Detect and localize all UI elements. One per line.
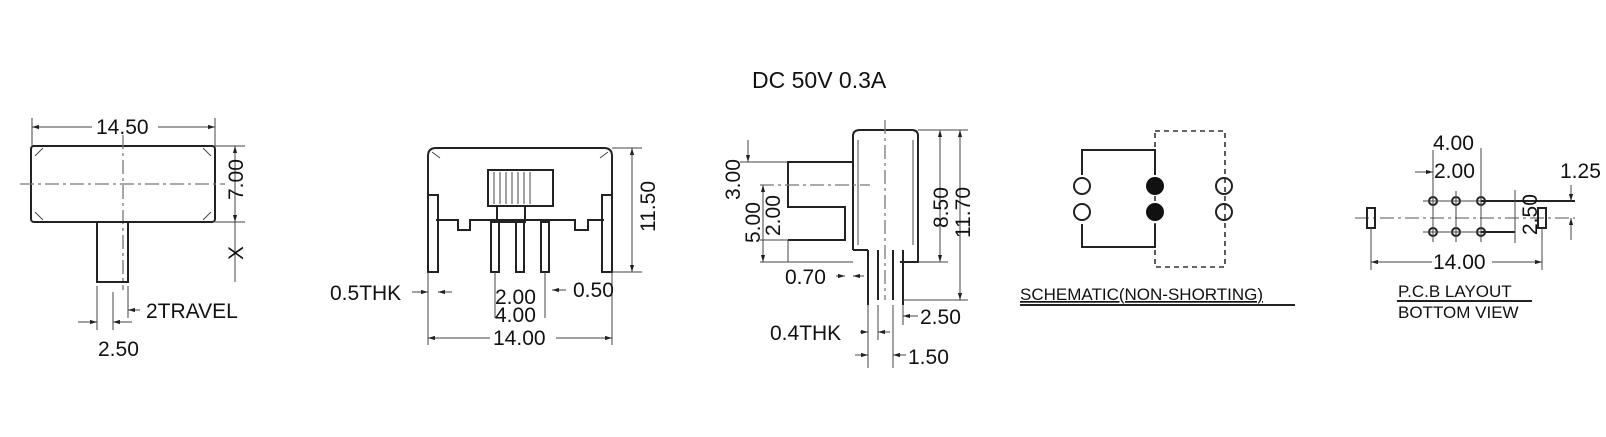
terminal-icon <box>1073 203 1091 221</box>
actuator-offset-dim: 5.00 <box>742 202 765 243</box>
gap-dim: 0.70 <box>785 266 826 289</box>
total-height-dim: 11.70 <box>952 187 975 238</box>
shaft-length-dim: X <box>225 246 248 260</box>
pcb-hole-icons <box>1423 191 1491 242</box>
step-height-dim: 2.00 <box>762 195 785 236</box>
body-height-dim: 8.50 <box>930 187 953 228</box>
end-view: 3.00 5.00 2.00 8.50 11.70 0.70 0.4THK 2.… <box>722 120 975 369</box>
pcb-caption-line1: P.C.B LAYOUT <box>1398 282 1512 301</box>
schematic-caption: SCHEMATIC(NON-SHORTING) <box>1020 285 1263 304</box>
actuator-width-dim: 2.50 <box>98 338 139 361</box>
common-terminal-icon <box>1146 203 1164 221</box>
pcb-offset-dim: 1.25 <box>1560 160 1601 183</box>
row-spacing-dim: 2.50 <box>920 306 961 329</box>
front-view: 14.50 7.00 X 2TRAVEL 2.50 <box>20 116 248 361</box>
pcb-pitch-dim: 2.00 <box>1434 160 1475 183</box>
side-length-dim: 14.00 <box>493 327 546 350</box>
tab-width-dim: 0.50 <box>573 279 614 302</box>
terminal-thickness-dim: 0.5THK <box>330 282 401 305</box>
front-width-dim: 14.50 <box>96 116 149 139</box>
pin-offset-dim: 1.50 <box>908 346 949 369</box>
pin-thickness-dim: 0.4THK <box>770 322 841 345</box>
pcb-caption-line2: BOTTOM VIEW <box>1398 303 1519 322</box>
travel-label: 2TRAVEL <box>146 300 238 323</box>
terminal-icon <box>1073 177 1091 195</box>
side-height-dim: 11.50 <box>637 181 660 232</box>
common-terminal-icon <box>1146 177 1164 195</box>
terminal-icon <box>1215 203 1233 221</box>
pcb-layout: 4.00 2.00 1.25 2.50 14.00 P.C.B LAYOUT B… <box>1355 132 1601 322</box>
pcb-row-spacing-dim: 2.50 <box>1519 194 1542 235</box>
side-view: 11.50 0.5THK 2.00 4.00 14.00 0.50 <box>330 147 660 350</box>
front-height-dim: 7.00 <box>225 159 248 200</box>
rating-title: DC 50V 0.3A <box>752 67 887 93</box>
side-pin-span-dim: 4.00 <box>495 304 536 327</box>
side-pitch-dim: 2.00 <box>495 286 536 309</box>
pcb-pin-span-dim: 4.00 <box>1433 132 1474 155</box>
terminal-icon <box>1215 177 1233 195</box>
schematic: SCHEMATIC(NON-SHORTING) <box>1020 130 1295 306</box>
actuator-height-dim: 3.00 <box>722 159 745 200</box>
pcb-length-dim: 14.00 <box>1433 251 1486 274</box>
